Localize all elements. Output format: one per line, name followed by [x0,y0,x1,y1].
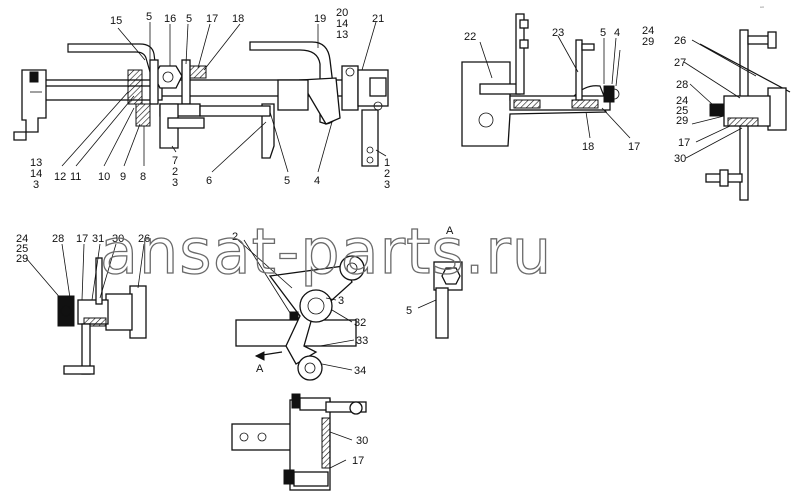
label-24: 24 [642,25,654,37]
label-24c: 24 [16,233,28,245]
label-2b: 2 [384,168,390,180]
label-15: 15 [110,15,122,27]
label-3d: 3 [338,295,344,307]
label-4: 4 [314,175,320,187]
label-34: 34 [354,365,366,377]
bracket-assembly-bottom-center [231,393,367,491]
label-29c: 29 [16,253,28,265]
label-18b: 18 [582,141,594,153]
watermark: ansat-parts.ru [100,215,552,288]
view-a-title: A [446,225,454,237]
label-arrow-a: A [256,363,264,375]
label-29b: 29 [676,115,688,127]
label-11: 11 [70,171,81,183]
label-22: 22 [464,31,476,43]
label-23: 23 [552,27,564,39]
labels-bottom-center: 30 17 [352,435,368,467]
labels-top-middle: 22 23 5 4 24 29 18 17 [464,25,654,153]
bracket-assembly-top-middle [461,13,631,147]
label-28b: 28 [52,233,64,245]
label-5b: 5 [186,13,192,25]
label-24b: 24 [676,95,688,107]
label-14: 14 [336,18,348,30]
label-32: 32 [354,317,366,329]
labels-top-right: 26 27 28 24 25 29 17 30 [674,35,690,165]
label-30b: 30 [112,233,124,245]
label-10: 10 [98,171,110,183]
label-19: 19 [314,13,326,25]
label-17: 17 [206,13,218,25]
label-9: 9 [120,171,126,183]
label-31: 31 [92,233,104,245]
label-27: 27 [674,57,686,69]
label-3c: 3 [384,179,390,191]
label-17c: 17 [678,137,690,149]
label-16: 16 [164,13,176,25]
label-13: 13 [336,29,348,41]
label-30c: 30 [356,435,368,447]
label-2: 2 [172,166,178,178]
label-20: 20 [336,7,348,19]
pedal-assembly-bottom-left [25,243,147,375]
pedal-assembly-top-right [683,29,791,201]
labels-top-left: 15 5 16 5 17 18 19 20 14 13 21 13 14 3 1… [30,7,390,191]
label-18: 18 [232,13,244,25]
label-28: 28 [676,79,688,91]
label-13b: 13 [30,157,42,169]
label-12: 12 [54,171,66,183]
label-14b: 14 [30,168,42,180]
label-5d: 5 [600,27,606,39]
label-26: 26 [674,35,686,47]
label-8: 8 [140,171,146,183]
label-5e: 5 [406,305,412,317]
linkage-center [235,239,365,381]
label-25b: 25 [16,243,28,255]
label-1: 1 [384,157,390,169]
label-5c: 5 [284,175,290,187]
shaft-assembly-top-left [13,21,389,173]
label-7: 7 [172,155,178,167]
labels-center: 2 3 32 33 34 A [232,231,368,377]
label-2c: 2 [232,231,238,243]
labels-bottom-left: 24 25 29 28 17 31 30 26 [16,233,150,265]
label-3: 3 [33,179,39,191]
label-26b: 26 [138,233,150,245]
label-5: 5 [146,11,152,23]
label-17e: 17 [352,455,364,467]
label-6: 6 [206,175,212,187]
label-30: 30 [674,153,686,165]
label-3b: 3 [172,177,178,189]
label-29: 29 [642,36,654,48]
label-17d: 17 [76,233,88,245]
corner-mark: ᵒⁿ [760,6,764,12]
label-33: 33 [356,335,368,347]
label-25: 25 [676,105,688,117]
label-4b: 4 [614,27,620,39]
label-17b: 17 [628,141,640,153]
view-a-lever [417,261,463,339]
label-21: 21 [372,13,384,25]
